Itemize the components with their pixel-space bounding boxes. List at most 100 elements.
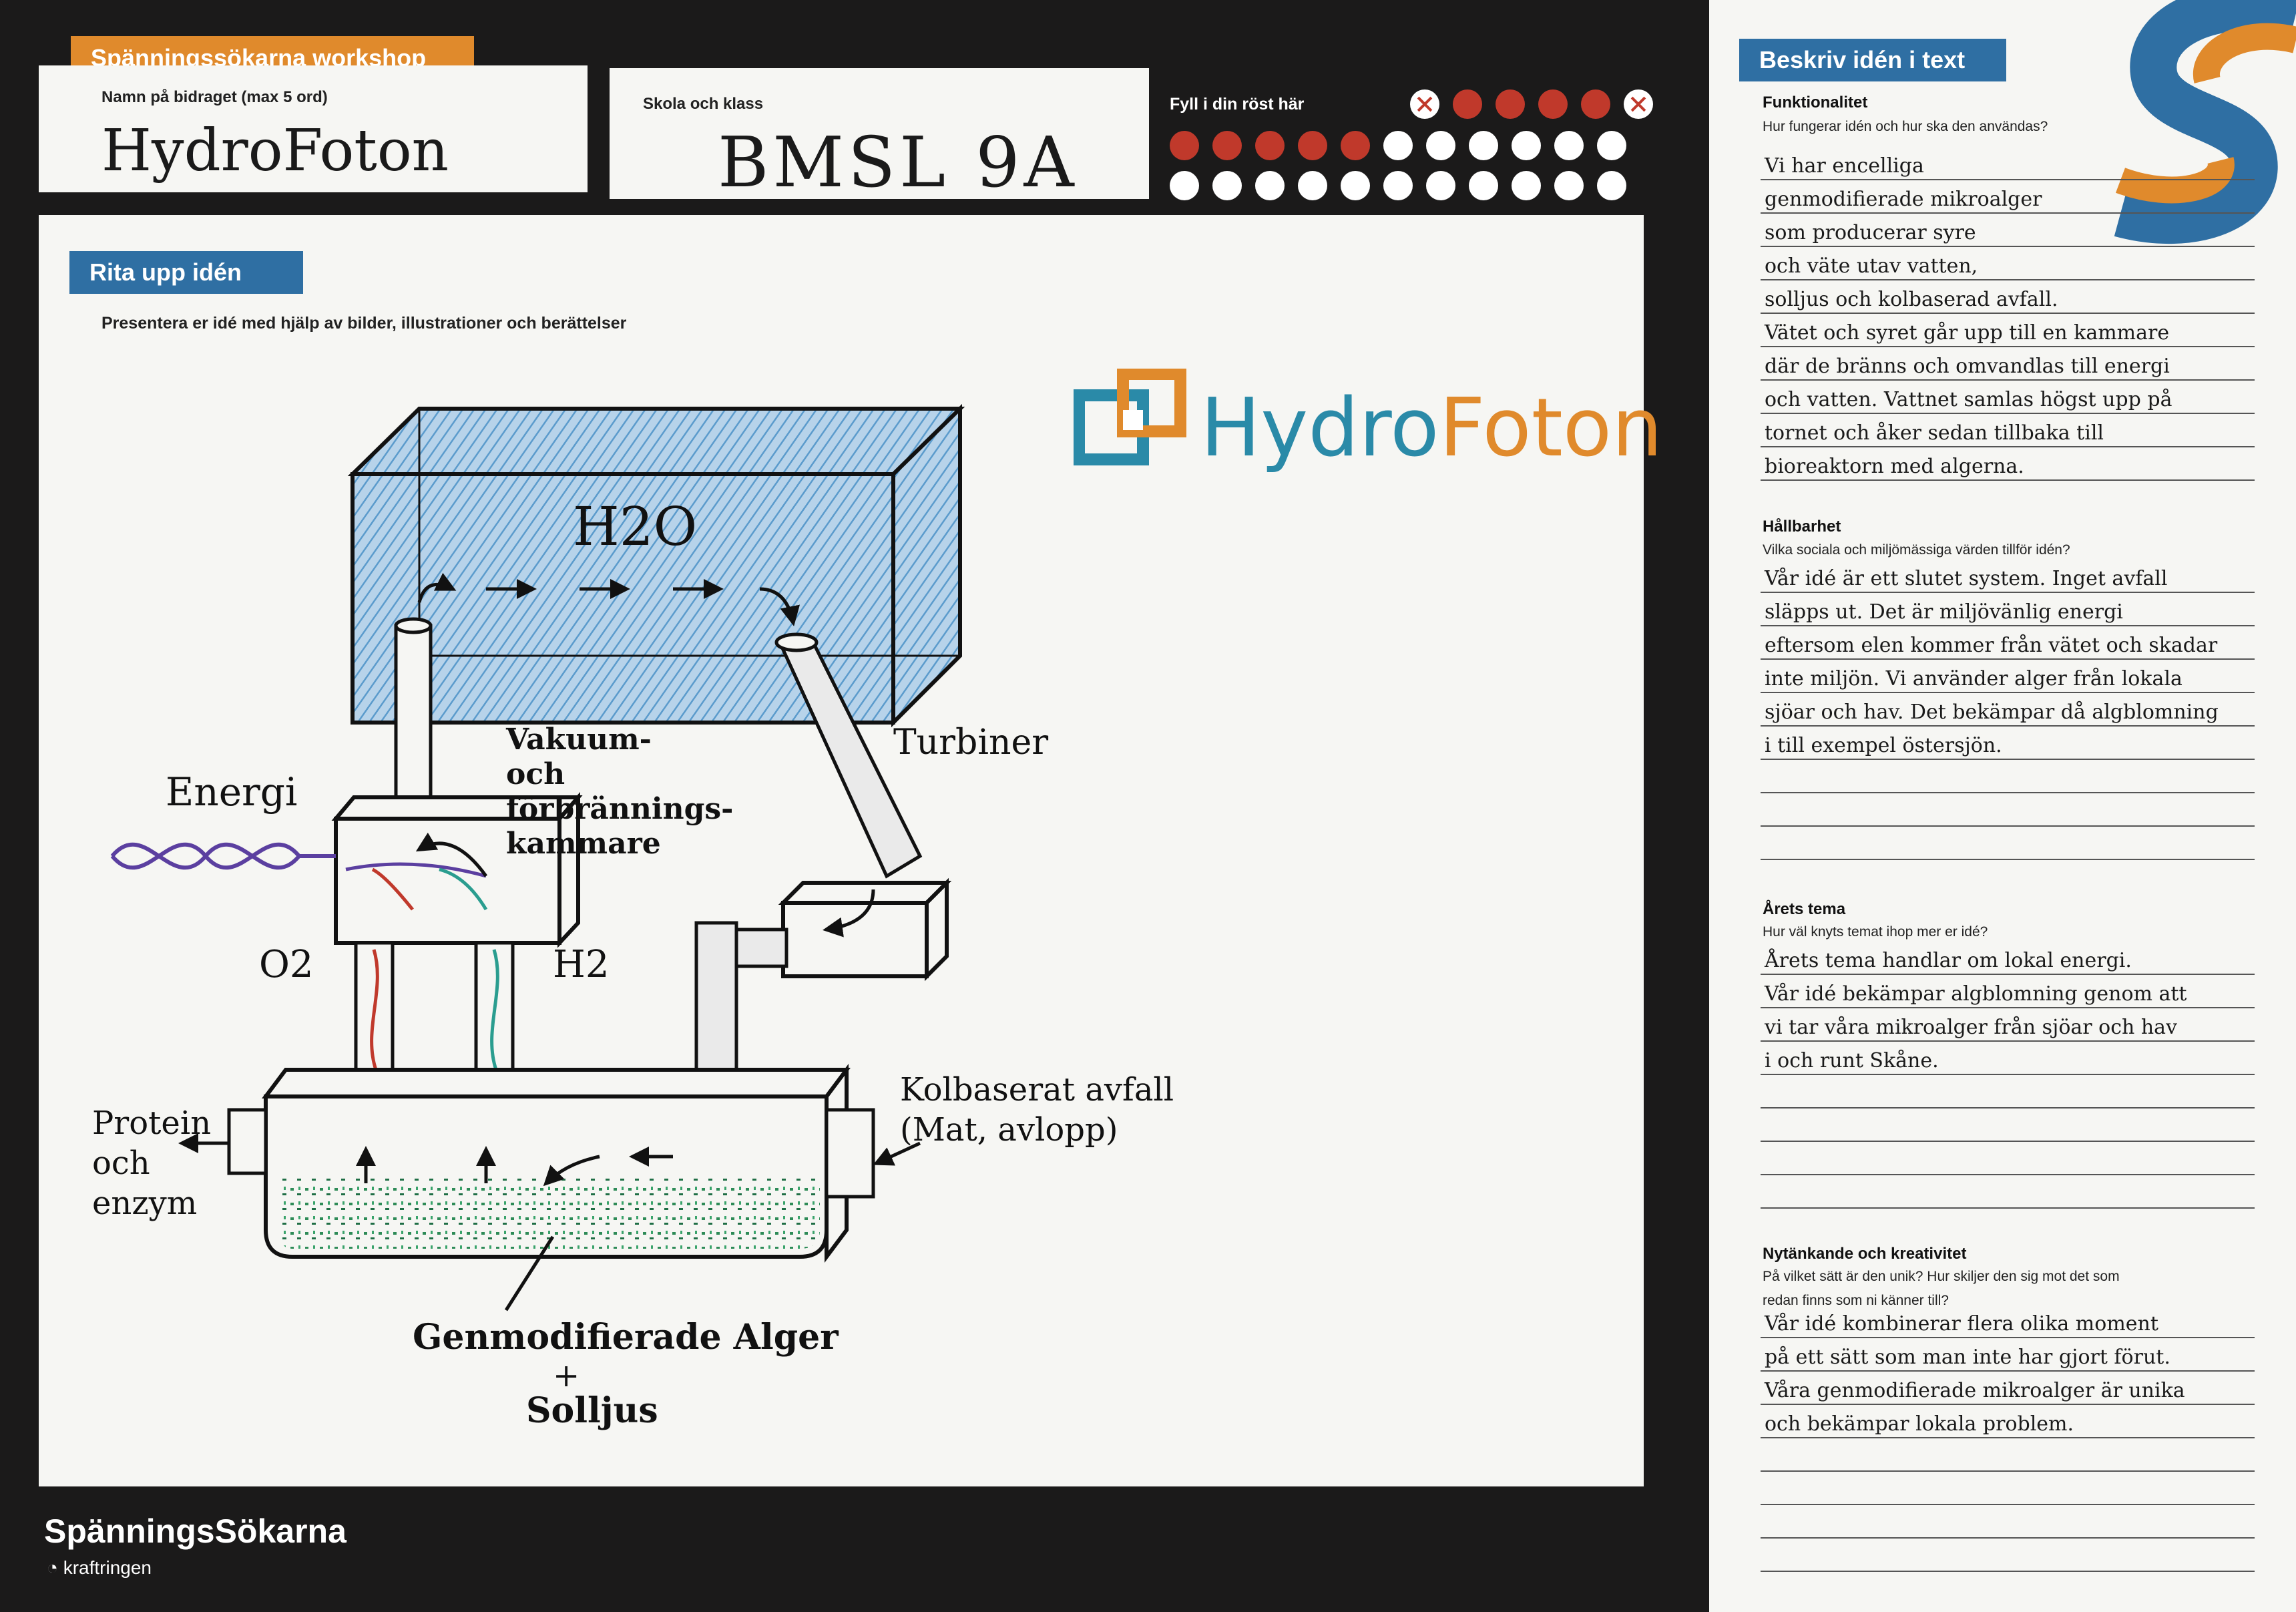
- vote-row-bottom[interactable]: [1170, 171, 1633, 214]
- answer-text: i och runt Skåne.: [1765, 1049, 1939, 1072]
- answer-line[interactable]: Våra genmodifierade mikroalger är unika: [1761, 1372, 2255, 1405]
- answer-text: Årets tema handlar om lokal energi.: [1765, 949, 2132, 972]
- answer-line[interactable]: genmodifierade mikroalger: [1761, 180, 2255, 214]
- vote-circle[interactable]: [1298, 171, 1327, 200]
- answer-line[interactable]: sjöar och hav. Det bekämpar då algblomni…: [1761, 693, 2255, 727]
- answer-line[interactable]: [1761, 1438, 2255, 1472]
- answer-line[interactable]: [1761, 793, 2255, 827]
- vote-circle[interactable]: [1383, 131, 1413, 160]
- answer-line[interactable]: [1761, 1142, 2255, 1175]
- section-title: Nytänkande och kreativitet: [1763, 1245, 1967, 1263]
- footer-partner-label: kraftringen: [63, 1557, 152, 1578]
- answer-line[interactable]: och väte utav vatten,: [1761, 247, 2255, 280]
- vote-circle[interactable]: [1469, 131, 1498, 160]
- vote-circle[interactable]: [1554, 171, 1584, 200]
- vote-circle[interactable]: [1554, 131, 1584, 160]
- answer-text: Vätet och syret går upp till en kammare: [1765, 321, 2170, 345]
- answer-text: tornet och åker sedan tillbaka till: [1765, 421, 2104, 445]
- vote-circle[interactable]: [1341, 171, 1370, 200]
- vote-circle[interactable]: [1341, 131, 1370, 160]
- name-box[interactable]: Namn på bidraget (max 5 ord) HydroFoton: [39, 65, 588, 192]
- vote-circle[interactable]: [1410, 89, 1439, 119]
- answer-line[interactable]: [1761, 827, 2255, 860]
- answer-line[interactable]: Årets tema handlar om lokal energi.: [1761, 942, 2255, 975]
- vote-circle[interactable]: [1496, 89, 1525, 119]
- vote-row-middle[interactable]: [1170, 131, 1633, 174]
- answer-line[interactable]: eftersom elen kommer från vätet och skad…: [1761, 626, 2255, 660]
- hydrofoton-logo-text: HydroFoton: [1200, 382, 1662, 475]
- answer-line[interactable]: [1761, 1109, 2255, 1142]
- answer-text: Vi har encelliga: [1765, 154, 1924, 178]
- vote-row-top[interactable]: [1410, 89, 1660, 132]
- vote-circle[interactable]: [1469, 171, 1498, 200]
- answer-line[interactable]: vi tar våra mikroalger från sjöar och ha…: [1761, 1008, 2255, 1042]
- answer-line[interactable]: [1761, 1539, 2255, 1572]
- answer-line[interactable]: i till exempel östersjön.: [1761, 727, 2255, 760]
- answer-line[interactable]: Vår idé är ett slutet system. Inget avfa…: [1761, 560, 2255, 593]
- answer-line[interactable]: som producerar syre: [1761, 214, 2255, 247]
- answer-line[interactable]: där de bränns och omvandlas till energi: [1761, 347, 2255, 381]
- vote-circle[interactable]: [1512, 131, 1541, 160]
- answer-line[interactable]: Vår idé bekämpar algblomning genom att: [1761, 975, 2255, 1008]
- answer-line[interactable]: inte miljön. Vi använder alger från loka…: [1761, 660, 2255, 693]
- answer-line[interactable]: släpps ut. Det är miljövänlig energi: [1761, 593, 2255, 626]
- answer-line[interactable]: Vår idé kombinerar flera olika moment: [1761, 1305, 2255, 1338]
- answer-line[interactable]: och vatten. Vattnet samlas högst upp på: [1761, 381, 2255, 414]
- answer-text: sjöar och hav. Det bekämpar då algblomni…: [1765, 700, 2219, 724]
- vote-circle[interactable]: [1170, 131, 1199, 160]
- vote-circle[interactable]: [1426, 171, 1455, 200]
- answer-text: bioreaktorn med algerna.: [1765, 455, 2024, 478]
- answer-text: inte miljön. Vi använder alger från loka…: [1765, 667, 2183, 690]
- answer-line[interactable]: [1761, 1472, 2255, 1505]
- vote-circle[interactable]: [1255, 171, 1285, 200]
- answer-line[interactable]: Vätet och syret går upp till en kammare: [1761, 314, 2255, 347]
- answer-line[interactable]: i och runt Skåne.: [1761, 1042, 2255, 1075]
- label-o2: O2: [259, 943, 314, 986]
- label-solljus: Solljus: [526, 1390, 658, 1431]
- vote-circle[interactable]: [1426, 131, 1455, 160]
- answer-text: och bekämpar lokala problem.: [1765, 1412, 2074, 1436]
- drawing-instructions: Presentera er idé med hjälp av bilder, i…: [101, 314, 627, 333]
- answer-lines-arets-tema[interactable]: Årets tema handlar om lokal energi. Vår i…: [1761, 942, 2255, 1209]
- label-energi: Energi: [166, 769, 298, 815]
- label-h2: H2: [553, 943, 610, 986]
- vote-circle[interactable]: [1212, 171, 1242, 200]
- answer-line[interactable]: tornet och åker sedan tillbaka till: [1761, 414, 2255, 447]
- vote-circle[interactable]: [1581, 89, 1610, 119]
- answer-line[interactable]: [1761, 1505, 2255, 1539]
- vote-circle[interactable]: [1170, 171, 1199, 200]
- answer-line[interactable]: [1761, 1075, 2255, 1109]
- answer-line[interactable]: på ett sätt som man inte har gjort förut…: [1761, 1338, 2255, 1372]
- school-box[interactable]: Skola och klass BMSL 9A: [610, 68, 1149, 203]
- vote-circle[interactable]: [1212, 131, 1242, 160]
- vote-circle[interactable]: [1597, 171, 1626, 200]
- text-panel: [1709, 0, 2296, 1612]
- vote-circle[interactable]: [1453, 89, 1482, 119]
- answer-lines-hallbarhet[interactable]: Vår idé är ett slutet system. Inget avfa…: [1761, 560, 2255, 860]
- answer-line[interactable]: bioreaktorn med algerna.: [1761, 447, 2255, 481]
- answer-text: i till exempel östersjön.: [1765, 734, 2002, 757]
- answer-line[interactable]: och bekämpar lokala problem.: [1761, 1405, 2255, 1438]
- answer-line[interactable]: [1761, 1175, 2255, 1209]
- answer-line[interactable]: [1761, 760, 2255, 793]
- kraftringen-icon: ◔: [47, 1557, 63, 1578]
- answer-line[interactable]: Vi har encelliga: [1761, 147, 2255, 180]
- vote-circle[interactable]: [1624, 89, 1653, 119]
- vote-circle[interactable]: [1512, 171, 1541, 200]
- vote-circle[interactable]: [1383, 171, 1413, 200]
- answer-text: och vatten. Vattnet samlas högst upp på: [1765, 388, 2172, 411]
- section-title: Hållbarhet: [1763, 518, 1841, 536]
- section-question: På vilket sätt är den unik? Hur skiljer …: [1763, 1269, 2120, 1308]
- vote-circle[interactable]: [1255, 131, 1285, 160]
- vote-circle[interactable]: [1298, 131, 1327, 160]
- label-turbiner: Turbiner: [893, 723, 1049, 763]
- bioreactor: [178, 1064, 921, 1312]
- logo-foton: Foton: [1439, 382, 1663, 475]
- vote-circle[interactable]: [1597, 131, 1626, 160]
- section-question: Hur fungerar idén och hur ska den använd…: [1763, 119, 2048, 134]
- answer-line[interactable]: solljus och kolbaserad avfall.: [1761, 280, 2255, 314]
- school-label: Skola och klass: [643, 95, 764, 113]
- vote-circle[interactable]: [1538, 89, 1568, 119]
